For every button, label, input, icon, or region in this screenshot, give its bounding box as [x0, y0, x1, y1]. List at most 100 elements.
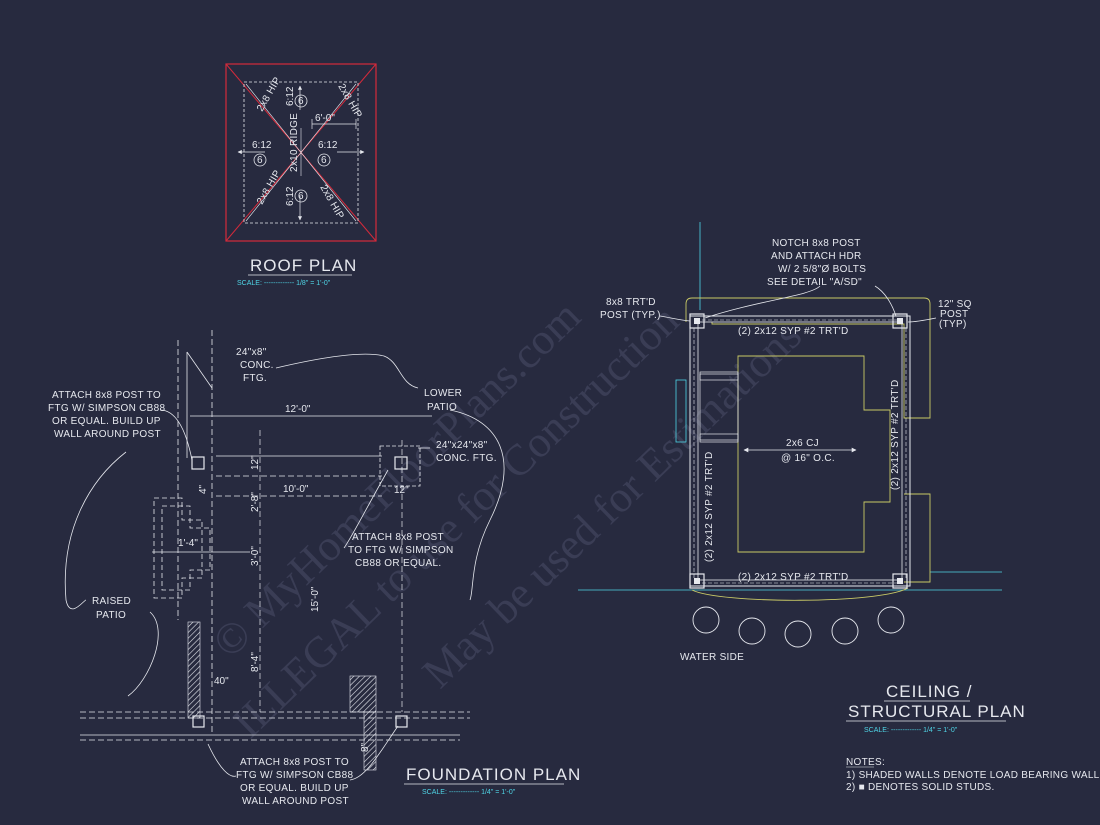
notes-item-1: 1) SHADED WALLS DENOTE LOAD BEARING WALL… [846, 770, 1100, 781]
note-attach-tl-2: FTG W/ SIMPSON CB88 [48, 403, 166, 414]
post-8x8 [192, 715, 205, 728]
note-notch-1: NOTCH 8x8 POST [772, 238, 861, 249]
note-attach-bot-3: OR EQUAL. BUILD UP [240, 783, 349, 794]
joist-label-2: @ 16" O.C. [781, 453, 835, 464]
dim-12in-a: 12" [250, 455, 261, 470]
roof-pitch-right: 6:12 [318, 140, 338, 151]
note-attach-tl-1: ATTACH 8x8 POST TO [52, 390, 161, 401]
roof-pitch-left: 6:12 [252, 140, 272, 151]
roof-outline [225, 63, 377, 242]
dim-12-0: 12'-0" [285, 404, 311, 415]
dim-3-0: 3'-0" [250, 546, 261, 566]
joist-label-1: 2x6 CJ [786, 438, 819, 449]
svg-text:6: 6 [257, 155, 263, 166]
note-attach-tl-4: WALL AROUND POST [54, 429, 161, 440]
roof-hip-sw: 2x8 HIP [255, 168, 283, 206]
note-sq-2: POST [940, 309, 968, 320]
ceiling-plan-title-2: STRUCTURAL PLAN [848, 702, 1026, 721]
note-attach-tl-3: OR EQUAL. BUILD UP [52, 416, 161, 427]
note-sq-3: (TYP) [939, 319, 967, 330]
dim-15-0: 15'-0" [310, 586, 321, 612]
roof-hip-nw: 2x8 HIP [255, 75, 283, 113]
roof-wall-line [243, 81, 359, 224]
roof-pitch-symbol: 6 [317, 153, 331, 167]
note-notch-2: AND ATTACH HDR [771, 251, 862, 262]
beam-label-bottom: (2) 2x12 SYP #2 TRT'D [738, 572, 848, 583]
note-attach-mid-3: CB88 OR EQUAL. [355, 558, 441, 569]
note-post-2: POST (TYP.) [600, 310, 661, 321]
dim-4in: 4" [198, 484, 209, 494]
note-attach-bot-2: FTG W/ SIMPSON CB88 [236, 770, 354, 781]
load-bearing-wall [349, 675, 377, 713]
roof-plan: 2x8 HIP 2x8 HIP 2x8 HIP 2x8 HIP 2x10 RID… [225, 63, 377, 287]
note-raised-2: PATIO [96, 610, 126, 621]
roof-hip-ne: 2x8 HIP [335, 82, 363, 120]
load-bearing-wall [187, 621, 201, 719]
pier [692, 606, 720, 634]
post-8x8 [394, 456, 408, 470]
note-lower-patio-2: PATIO [427, 402, 457, 413]
note-ftg24-1: 24"x24"x8" [436, 440, 488, 451]
note-conc-ftg-3: FTG. [243, 373, 267, 384]
roof-pitch-bottom: 6:12 [285, 186, 296, 206]
general-notes: NOTES: 1) SHADED WALLS DENOTE LOAD BEARI… [846, 757, 1100, 793]
foundation-plan-scale: SCALE: ------------- 1/4" = 1'-0" [422, 789, 516, 796]
pier [738, 617, 766, 645]
post-8x8 [191, 456, 205, 470]
pier [831, 617, 859, 645]
notes-item-2: 2) ■ DENOTES SOLID STUDS. [846, 782, 995, 793]
note-attach-bot-1: ATTACH 8x8 POST TO [240, 757, 349, 768]
roof-plan-scale: SCALE: ------------- 1/8" = 1'-0" [237, 280, 331, 287]
pier [784, 620, 812, 648]
note-ftg24-2: CONC. FTG. [436, 453, 497, 464]
dim-1-4: 1'-4" [178, 538, 198, 549]
post-8x8 [892, 573, 908, 589]
beam-label-left: (2) 2x12 SYP #2 TRT'D [704, 452, 715, 562]
dim-2-8: 2'-8" [250, 492, 261, 512]
roof-pitch-symbol: 6 [253, 153, 267, 167]
load-bearing-wall [363, 711, 377, 771]
roof-ridge: 2x10 RIDGE [289, 113, 300, 172]
dim-40in: 40" [214, 676, 229, 687]
watermark: © MyHomeFloorPlans.com ILLEGAL to use fo… [203, 291, 811, 747]
dim-8in: 8" [360, 742, 371, 752]
beam-frame [689, 315, 911, 587]
post-8x8 [395, 715, 408, 728]
note-notch-4: SEE DETAIL "A/SD" [767, 277, 862, 288]
pier [877, 606, 905, 634]
foundation-plan: 12'-0" 10'-0" 12" 12" 4" 2'-8" 1'-4" 3'-… [48, 330, 581, 807]
dim-10-0: 10'-0" [283, 484, 309, 495]
note-conc-ftg-1: 24"x8" [236, 347, 267, 358]
roof-pitch-top: 6:12 [285, 86, 296, 106]
note-sq-1: 12" SQ [938, 299, 972, 310]
note-conc-ftg-2: CONC. [240, 360, 274, 371]
notes-heading: NOTES: [846, 757, 885, 768]
post-8x8 [892, 313, 908, 329]
note-attach-bot-4: WALL AROUND POST [242, 796, 349, 807]
water-side-label: WATER SIDE [680, 652, 744, 663]
ceiling-plan-title-1: CEILING / [886, 682, 972, 701]
roof-plan-title: ROOF PLAN [250, 256, 357, 275]
ceiling-plan-scale: SCALE: ------------- 1/4" = 1'-0" [864, 727, 958, 734]
dim-12in-b: 12" [394, 485, 409, 496]
note-attach-mid-1: ATTACH 8x8 POST [352, 532, 444, 543]
beam-label-right: (2) 2x12 SYP #2 TRT'D [890, 380, 901, 490]
note-raised-1: RAISED [92, 596, 131, 607]
dim-8-4: 8'-4" [250, 652, 261, 672]
svg-text:6: 6 [298, 191, 304, 202]
note-notch-3: W/ 2 5/8"Ø BOLTS [778, 264, 866, 275]
roof-pitch-symbol: 6 [294, 189, 308, 203]
svg-text:6: 6 [321, 155, 327, 166]
note-post-1: 8x8 TRT'D [606, 297, 656, 308]
roof-pitch-symbol: 6 [294, 94, 308, 108]
roof-dim-width: 6'-0" [315, 113, 335, 124]
ceiling-structural-plan: (2) 2x12 SYP #2 TRT'D (2) 2x12 SYP #2 TR… [578, 222, 1026, 734]
svg-text:6: 6 [298, 96, 304, 107]
footing-24x24 [379, 445, 421, 487]
post-8x8 [689, 573, 705, 589]
beam-label-top: (2) 2x12 SYP #2 TRT'D [738, 326, 848, 337]
note-attach-mid-2: TO FTG W/ SIMPSON [348, 545, 453, 556]
foundation-plan-title: FOUNDATION PLAN [406, 765, 581, 784]
note-lower-patio-1: LOWER [424, 388, 462, 399]
